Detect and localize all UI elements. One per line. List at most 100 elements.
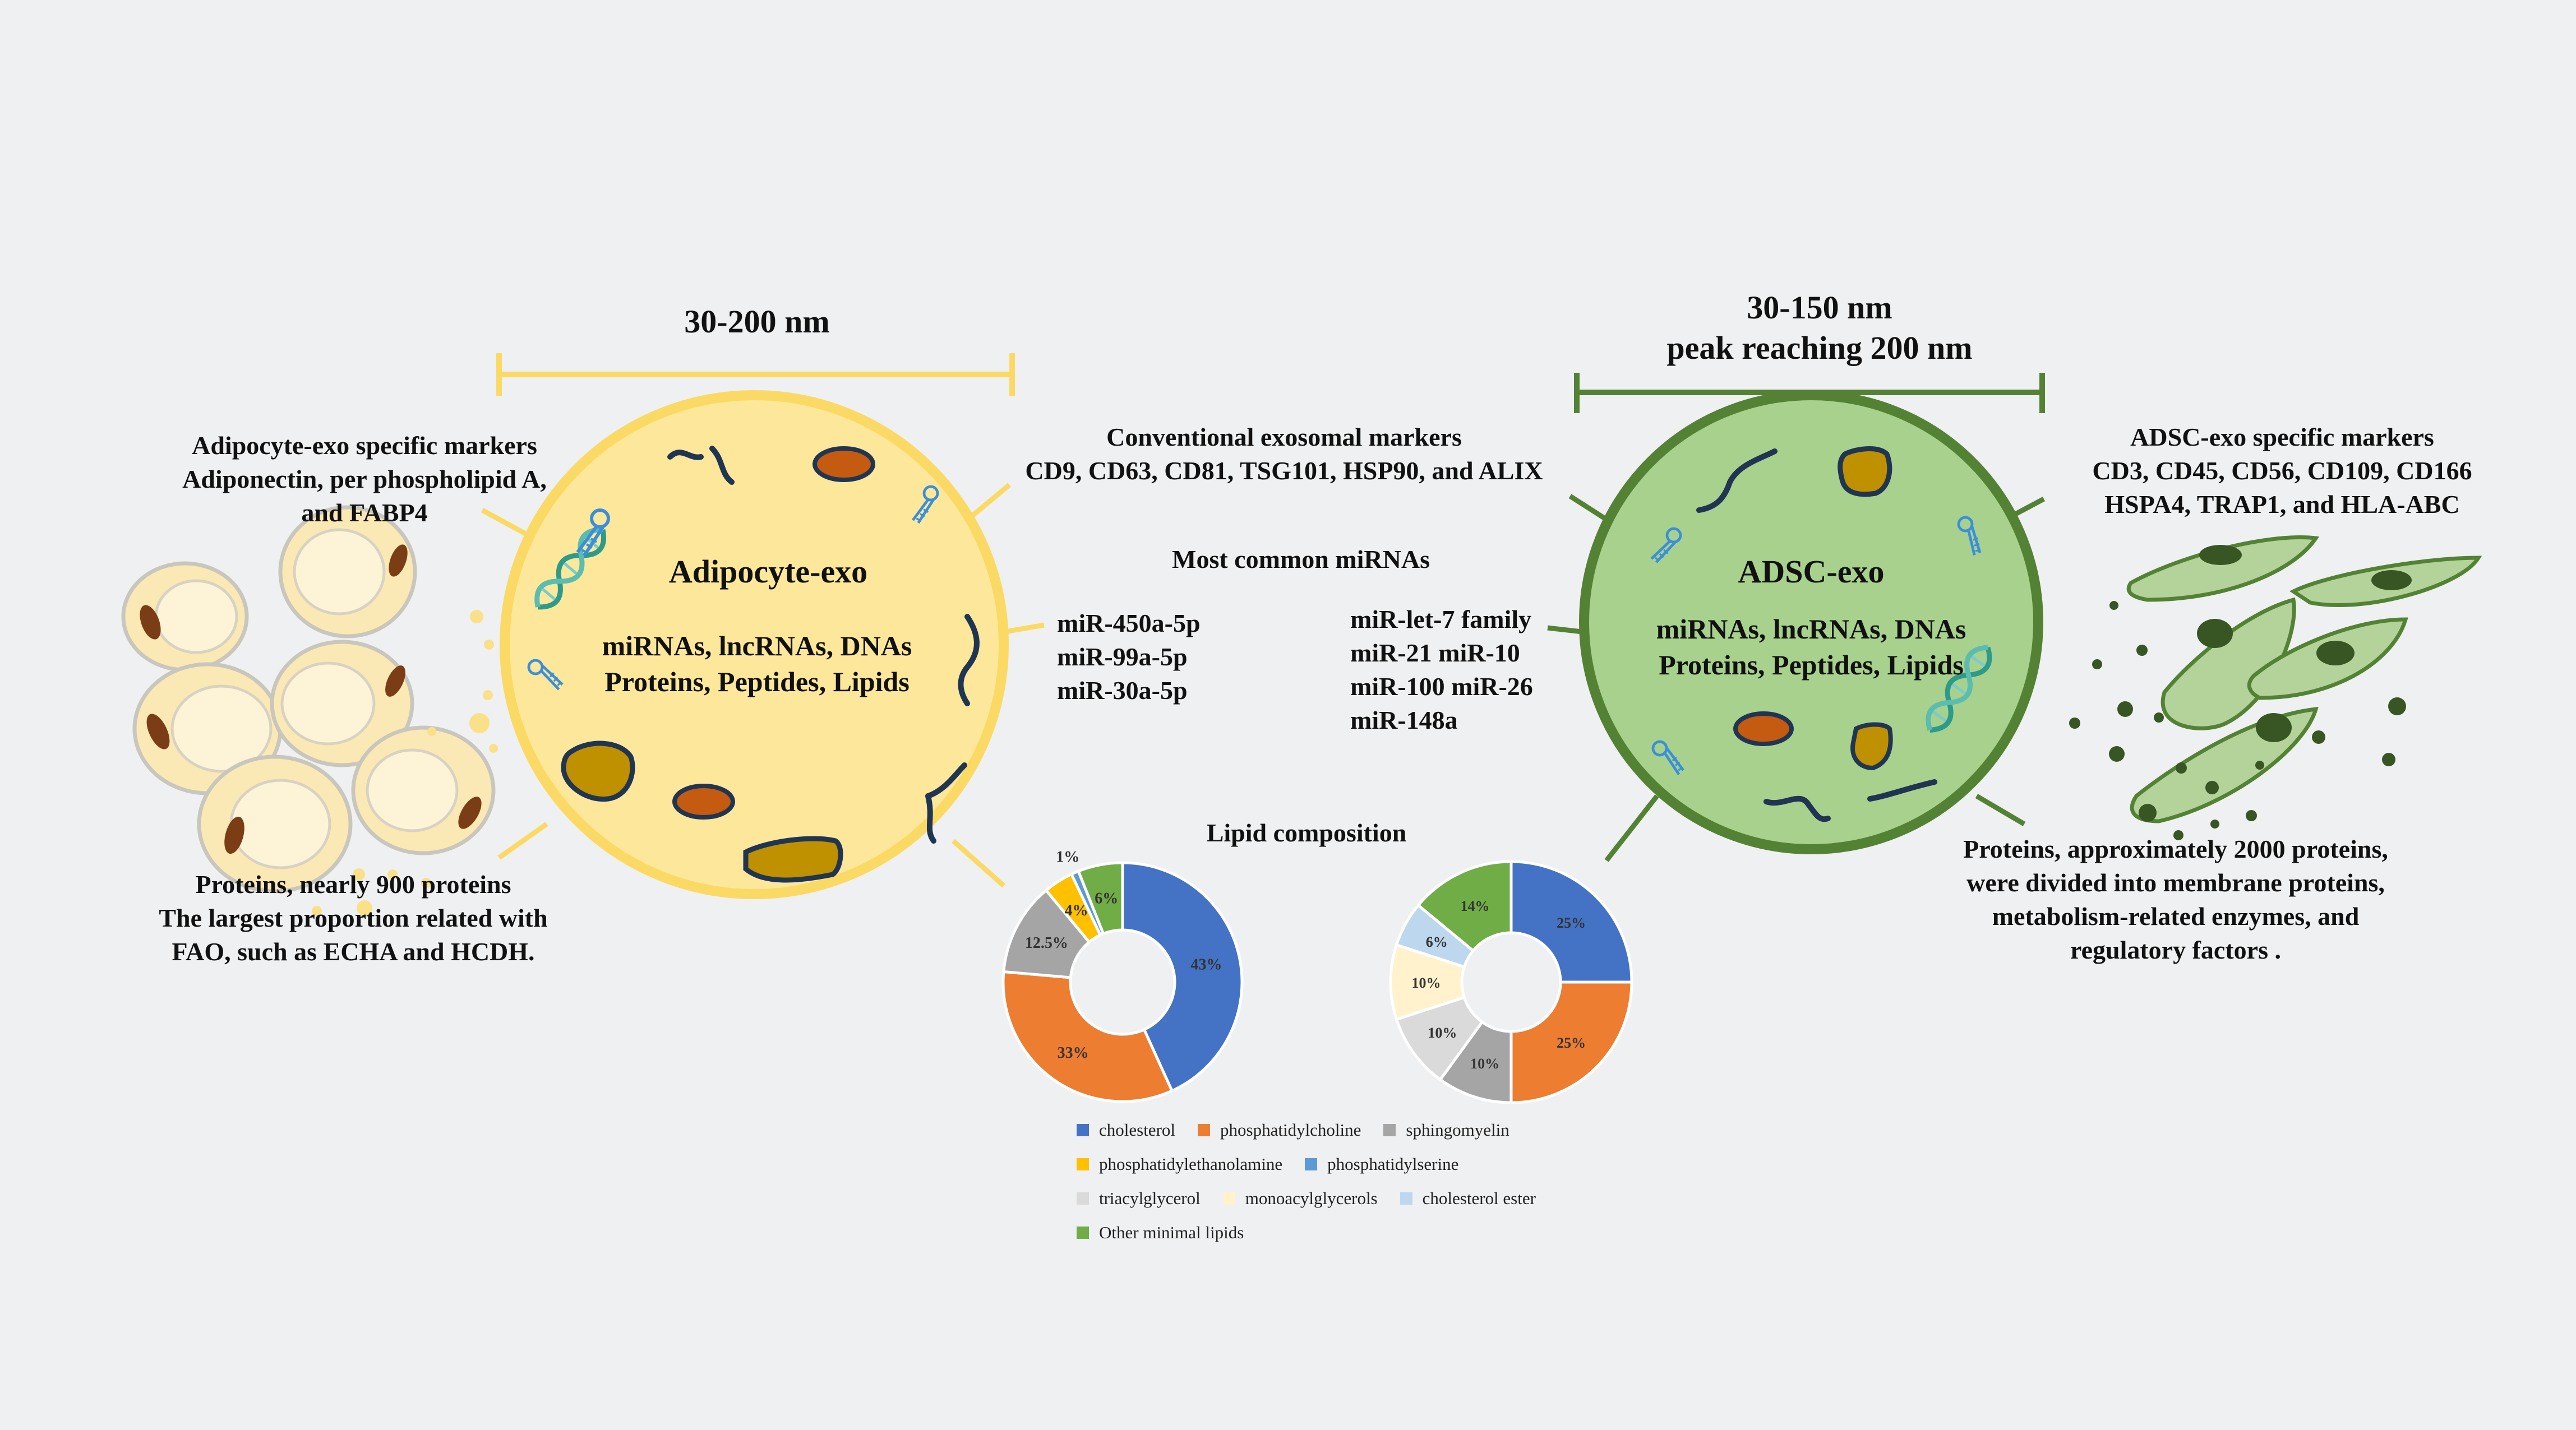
adsc-exo-circle [1547, 373, 2046, 862]
adsc-mirna-list: miR-let-7 family miR-21 miR-10 miR-100 m… [1350, 603, 1533, 737]
adsc-proteins-line1: Proteins, approximately 2000 proteins, [1963, 835, 2388, 863]
adsc-cells [2069, 535, 2482, 840]
adsc-lipid-slice-other-minimal-lipids [1416, 860, 1513, 953]
adsc-size-line2: peak reaching 200 nm [1666, 330, 1973, 366]
legend-label: triacylglycerol [1099, 1188, 1201, 1208]
legend-item: phosphatidylethanolamine [1077, 1154, 1282, 1174]
adsc-size-label: 30-150 nm peak reaching 200 nm [1553, 288, 2086, 368]
legend-row: cholesterol phosphatidylcholine sphingomye… [1077, 1113, 1615, 1147]
adipocyte-mirna-1: miR-450a-5p [1057, 609, 1201, 637]
legend-label: phosphatidylcholine [1220, 1119, 1361, 1140]
legend-item: triacylglycerol [1077, 1188, 1201, 1209]
adsc-mirna-1: miR-let-7 family [1350, 605, 1532, 633]
adsc-proteins-line4: regulatory factors . [2070, 936, 2281, 964]
adipocyte-exo-title: Adipocyte-exo [668, 553, 868, 590]
adsc-content-line2: Proteins, Peptides, Lipids [1659, 649, 1964, 681]
adipocyte-proteins-line2: The largest proportion related with [159, 904, 548, 932]
adsc-proteins-line3: metabolism-related enzymes, and [1992, 902, 2360, 931]
adipocyte-lipid-slice-cholesterol [1121, 861, 1244, 1093]
adipocyte-proteins-line3: FAO, such as ECHA and HCDH. [172, 937, 535, 966]
legend-swatch [1400, 1192, 1412, 1205]
legend-item: cholesterol ester [1400, 1188, 1536, 1209]
adsc-proteins: Proteins, approximately 2000 proteins, w… [1906, 832, 2445, 967]
legend-label: phosphatidylethanolamine [1099, 1154, 1283, 1174]
legend-label: sphingomyelin [1406, 1119, 1509, 1140]
adipocyte-proteins: Proteins, nearly 900 proteins The larges… [129, 868, 578, 969]
adsc-mirna-2: miR-21 miR-10 [1350, 638, 1520, 667]
adsc-exo-title: ADSC-exo [1738, 553, 1885, 590]
adipocyte-exo-content: miRNAs, lncRNAs, DNAs Proteins, Peptides… [561, 628, 953, 700]
lipid-composition-title: Lipid composition [1206, 818, 1407, 847]
legend-item: sphingomyelin [1383, 1120, 1509, 1140]
legend-label: cholesterol ester [1422, 1188, 1536, 1208]
adipocyte-exo-circle [481, 353, 1045, 899]
legend-row: phosphatidylethanolamine phosphatidylseri… [1077, 1147, 1615, 1181]
legend-row: Other minimal lipids [1077, 1215, 1615, 1249]
adipocyte-lipid-slice-other-minimal-lipids [1076, 861, 1124, 936]
adipocyte-cells [121, 505, 498, 916]
conventional-markers: Conventional exosomal markers CD9, CD63,… [976, 420, 1592, 488]
adipocyte-markers-line2: Adiponectin, per phospholipid A, [182, 465, 547, 493]
adsc-lipid-label-2: 10% [1470, 1056, 1499, 1072]
legend-swatch [1222, 1192, 1235, 1205]
legend-label: phosphatidylserine [1327, 1154, 1459, 1174]
legend-item: phosphatidylserine [1305, 1154, 1458, 1174]
common-mirnas-title: Most common miRNAs [1172, 545, 1430, 573]
legend-label: cholesterol [1099, 1119, 1176, 1140]
lipid-donut-adsc: 25% 25% 10% 10% 10% 6% 14% [1389, 860, 1633, 1104]
adsc-lipid-label-1: 25% [1557, 1035, 1586, 1051]
adsc-lipid-label-5: 6% [1426, 934, 1448, 950]
adsc-exo-content: miRNAs, lncRNAs, DNAs Proteins, Peptides… [1615, 611, 2007, 683]
adipocyte-proteins-line1: Proteins, nearly 900 proteins [195, 870, 511, 899]
legend-row: triacylglycerol monoacylglycerols choleste… [1077, 1181, 1615, 1215]
legend-swatch [1077, 1123, 1089, 1136]
adipocyte-lipid-label-0: 43% [1191, 956, 1222, 974]
adsc-lipid-slice-phosphatidylcholine [1509, 980, 1633, 1104]
legend-swatch [1383, 1123, 1396, 1136]
adipocyte-mirna-2: miR-99a-5p [1057, 642, 1188, 671]
adsc-markers: ADSC-exo specific markers CD3, CD45, CD5… [2030, 420, 2535, 521]
adsc-content-line1: miRNAs, lncRNAs, DNAs [1656, 613, 1966, 645]
adsc-lipid-label-3: 10% [1428, 1025, 1457, 1041]
adipocyte-lipid-label-3: 4% [1065, 902, 1088, 919]
legend-label: Other minimal lipids [1099, 1222, 1244, 1242]
adsc-mirna-4: miR-148a [1350, 706, 1458, 734]
legend-item: cholesterol [1077, 1120, 1175, 1140]
adipocyte-markers: Adipocyte-exo specific markers Adiponect… [135, 429, 594, 530]
conventional-markers-title: Conventional exosomal markers [1106, 423, 1462, 451]
adsc-lipid-label-0: 25% [1557, 915, 1586, 931]
adipocyte-lipid-label-5: 6% [1095, 890, 1118, 908]
adsc-mirna-3: miR-100 miR-26 [1350, 672, 1533, 701]
legend-swatch [1305, 1158, 1318, 1170]
legend-item: phosphatidylcholine [1198, 1120, 1361, 1140]
legend-swatch [1198, 1123, 1211, 1136]
adipocyte-lipid-slice-phosphatidylcholine [1001, 970, 1174, 1103]
legend-item: monoacylglycerols [1222, 1188, 1378, 1209]
adsc-lipid-label-4: 10% [1412, 975, 1441, 991]
adsc-lipid-label-6: 14% [1460, 898, 1489, 914]
adipocyte-markers-line3: and FABP4 [301, 498, 428, 527]
adsc-markers-line3: HSPA4, TRAP1, and HLA-ABC [2104, 490, 2460, 519]
adipocyte-content-line1: miRNAs, lncRNAs, DNAs [602, 630, 912, 661]
adipocyte-size-label: 30-200 nm [684, 303, 830, 340]
legend-swatch [1077, 1226, 1089, 1239]
legend-label: monoacylglycerols [1245, 1188, 1378, 1208]
adipocyte-content-line2: Proteins, Peptides, Lipids [604, 666, 910, 697]
adipocyte-mirna-list: miR-450a-5p miR-99a-5p miR-30a-5p [1057, 607, 1201, 707]
adsc-markers-heading: ADSC-exo specific markers [2130, 423, 2434, 451]
legend-swatch [1077, 1192, 1089, 1205]
adsc-lipid-slice-cholesterol [1509, 860, 1633, 984]
lipid-legend: cholesterol phosphatidylcholine sphingomye… [1077, 1113, 1615, 1249]
adsc-size-line1: 30-150 nm [1747, 289, 1892, 326]
adipocyte-lipid-label-2: 12.5% [1025, 934, 1068, 952]
legend-item: Other minimal lipids [1077, 1223, 1244, 1243]
adsc-proteins-line2: were divided into membrane proteins, [1966, 868, 2385, 897]
adipocyte-mirna-3: miR-30a-5p [1057, 676, 1188, 705]
adipocyte-lipid-label-4: 1% [1056, 848, 1079, 866]
lipid-donut-adipocyte: 43% 33% 12.5% 4% 1% 6% [1001, 848, 1244, 1103]
adipocyte-lipid-label-1: 33% [1058, 1044, 1089, 1062]
adsc-markers-line2: CD3, CD45, CD56, CD109, CD166 [2092, 456, 2472, 485]
conventional-markers-list: CD9, CD63, CD81, TSG101, HSP90, and ALIX [1025, 456, 1543, 485]
